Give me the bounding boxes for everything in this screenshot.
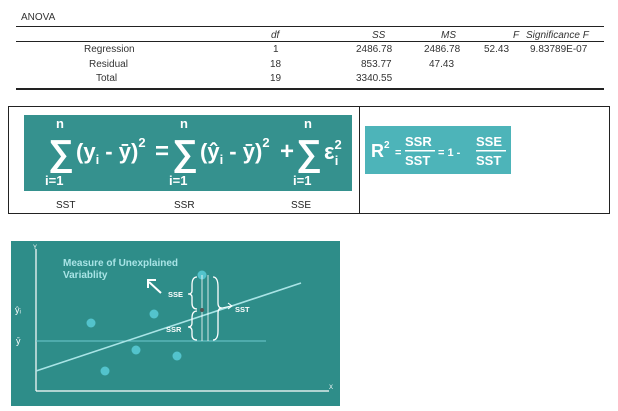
sum-index: i=1 bbox=[293, 173, 311, 188]
fraction-bar bbox=[476, 150, 506, 152]
variability-illustration: Y X ŷᵢ ȳ SSE SSR bbox=[11, 241, 340, 406]
header-ms: MS bbox=[441, 30, 456, 41]
header-significance-f: Significance F bbox=[526, 30, 589, 41]
r2-one-minus: = 1 - bbox=[438, 147, 461, 159]
r2-num1: SSR bbox=[405, 134, 432, 149]
sse-brace bbox=[187, 276, 198, 310]
x-axis-label: X bbox=[329, 385, 333, 391]
fraction-bar bbox=[405, 150, 435, 152]
header-df: df bbox=[271, 30, 280, 41]
data-point bbox=[131, 345, 141, 355]
yhat-axis-label: ŷᵢ bbox=[15, 305, 21, 315]
sum-of-squares-formula: n ∑ i=1 (yi - ȳ)2 = n ∑ i=1 (ŷi - ȳ)2 + … bbox=[24, 115, 352, 191]
cell-significance: 9.83789E-07 bbox=[530, 44, 588, 55]
chart-title-line1: Measure of Unexplained bbox=[63, 258, 178, 269]
row-label-total: Total bbox=[96, 73, 118, 84]
label-sst: SST bbox=[56, 200, 76, 211]
fitted-point bbox=[200, 308, 204, 312]
data-point bbox=[172, 351, 182, 361]
header-f: F bbox=[513, 30, 520, 41]
sst-brace bbox=[212, 276, 223, 341]
data-point bbox=[86, 318, 96, 328]
r2-exponent: 2 bbox=[384, 140, 390, 151]
sum-index: i=1 bbox=[169, 173, 187, 188]
formula-box: n ∑ i=1 (yi - ȳ)2 = n ∑ i=1 (ŷi - ȳ)2 + … bbox=[8, 106, 610, 214]
cell-ss: 3340.55 bbox=[356, 73, 393, 84]
cell-ss: 2486.78 bbox=[356, 44, 393, 55]
row-label-residual: Residual bbox=[89, 59, 128, 70]
header-ss: SS bbox=[372, 30, 386, 41]
r2-lhs: R bbox=[371, 141, 384, 161]
sum-symbol: ∑ bbox=[172, 132, 198, 173]
cell-ss: 853.77 bbox=[361, 59, 392, 70]
cell-ms: 2486.78 bbox=[424, 44, 461, 55]
anova-title: ANOVA bbox=[21, 12, 56, 23]
sum-symbol: ∑ bbox=[48, 132, 74, 173]
table-rule-header bbox=[16, 41, 604, 42]
ssr-label: SSR bbox=[166, 325, 182, 334]
y-axis-label: Y bbox=[33, 245, 37, 251]
pointer-arrow-line bbox=[148, 281, 162, 294]
table-rule-bottom bbox=[16, 88, 604, 90]
row-label-regression: Regression bbox=[84, 44, 135, 55]
r2-num2: SSE bbox=[476, 134, 502, 149]
r2-equals: = bbox=[395, 147, 401, 159]
box-divider bbox=[359, 107, 360, 213]
data-point bbox=[149, 309, 159, 319]
sum-top-n: n bbox=[180, 116, 188, 131]
sst-label: SST bbox=[235, 305, 250, 314]
sum-index: i=1 bbox=[45, 173, 63, 188]
cell-ms: 47.43 bbox=[429, 59, 455, 70]
sst-arrow-icon bbox=[227, 302, 233, 310]
pointer-arrow-icon bbox=[147, 279, 156, 288]
cell-df: 1 bbox=[273, 44, 279, 55]
sst-term: (yi - ȳ)2 bbox=[76, 135, 146, 167]
cell-f: 52.43 bbox=[484, 44, 510, 55]
r2-den2: SST bbox=[476, 153, 501, 168]
r-squared-formula: R 2 = SSR SST = 1 - SSE SST bbox=[365, 126, 511, 174]
sst-pointer bbox=[221, 305, 232, 309]
sum-symbol: ∑ bbox=[296, 132, 322, 173]
equals-sign: = bbox=[155, 138, 169, 165]
cell-df: 18 bbox=[270, 59, 282, 70]
sse-label: SSE bbox=[168, 290, 183, 299]
sum-top-n: n bbox=[304, 116, 312, 131]
label-sse: SSE bbox=[291, 200, 312, 211]
regression-line bbox=[35, 282, 302, 372]
ybar-axis-label: ȳ bbox=[16, 336, 21, 346]
sum-top-n: n bbox=[56, 116, 64, 131]
ssr-brace bbox=[187, 310, 198, 341]
label-ssr: SSR bbox=[174, 200, 195, 211]
data-point bbox=[100, 366, 110, 376]
anova-table: df SS MS F Significance F Regression 1 2… bbox=[16, 26, 604, 90]
plus-sign: + bbox=[280, 138, 294, 165]
table-rule-top bbox=[16, 26, 604, 27]
r2-den1: SST bbox=[405, 153, 430, 168]
ssr-term: (ŷi - ȳ)2 bbox=[200, 135, 270, 167]
cell-df: 19 bbox=[270, 73, 282, 84]
chart-title-line2: Variablity bbox=[63, 270, 108, 281]
